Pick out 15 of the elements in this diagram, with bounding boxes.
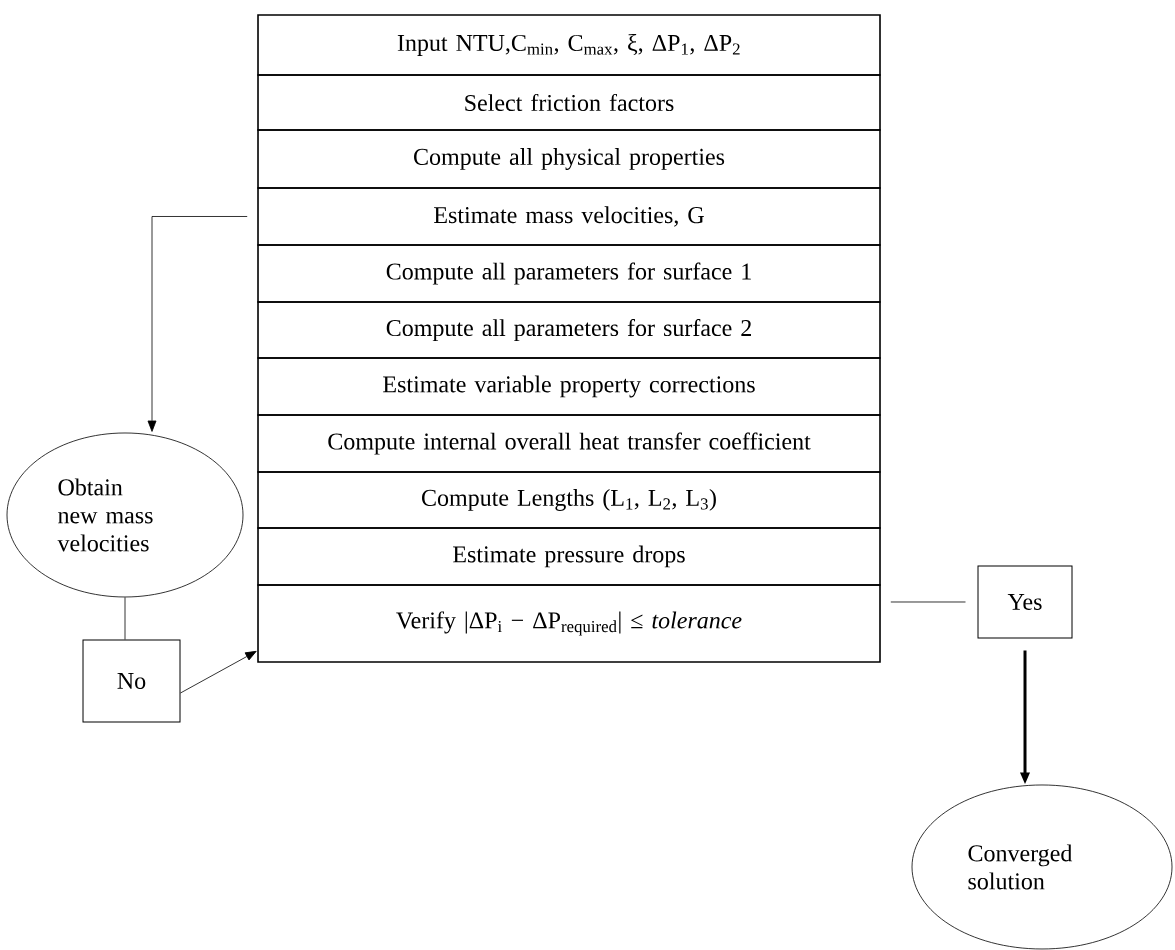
process-box: Compute Lengths (L$_{1}$, L$_{2}$, L$_{3}$): [257, 471, 881, 529]
arrow: [147, 216, 248, 432]
answer-box: Yes: [977, 565, 1073, 639]
answer-box: No: [82, 639, 181, 723]
arrow: [180, 650, 257, 694]
process-box: Verify |ΔP$_{i}$ − ΔP$_{required}$| ≤ tolerance: [257, 584, 881, 663]
process-box: Input NTU,C$_{min}$, C$_{max}$, ξ, ΔP$_{1}$, ΔP$_{2}$: [257, 14, 881, 76]
process-box: Estimate pressure drops: [257, 527, 881, 586]
process-box: Select friction factors: [257, 74, 881, 131]
process-box: Compute internal overall heat transfer coefficient: [257, 414, 881, 473]
process-box: Compute all physical properties: [257, 129, 881, 189]
process-box: Compute all parameters for surface 2: [257, 301, 881, 359]
process-box: Estimate variable property corrections: [257, 357, 881, 416]
process-box: Estimate mass velocities, G: [257, 187, 881, 246]
process-box: Compute all parameters for surface 1: [257, 244, 881, 303]
